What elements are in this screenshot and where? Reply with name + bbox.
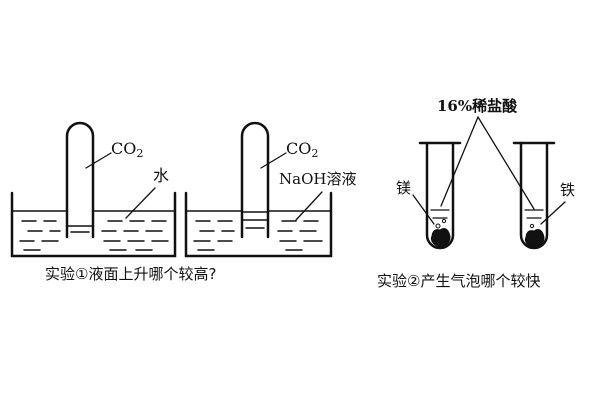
caption-experiment2: 实验②产生气泡哪个较快 [377,272,541,290]
tube-co2-water [65,121,95,239]
tube-co2-naoh [240,121,270,239]
leader-acid-left [440,116,479,207]
label-water: 水 [153,166,170,185]
leader-co2-left [85,152,112,169]
label-naoh: NaOH溶液 [279,170,357,188]
label-co2-left: CO2 [111,139,144,160]
label-magnesium: 镁 [396,179,412,197]
test-tube-magnesium [418,141,462,250]
caption-experiment1: 实验①液面上升哪个较高? [45,265,217,283]
label-iron: 铁 [560,181,576,199]
label-hcl: 16%稀盐酸 [437,97,518,115]
leader-co2-right [260,152,287,169]
label-co2-left-subscript: 2 [136,147,144,160]
leader-naoh [295,191,323,221]
label-co2-right: CO2 [286,139,319,160]
leader-acid-right [477,116,535,210]
leader-water [125,187,156,219]
label-co2-left-text: CO [111,139,137,158]
label-co2-right-text: CO [286,139,312,158]
beaker-water [10,191,177,258]
leader-magnesium [412,194,435,225]
test-tube-iron [512,141,556,250]
label-co2-right-subscript: 2 [311,147,319,160]
leader-iron [540,201,566,225]
